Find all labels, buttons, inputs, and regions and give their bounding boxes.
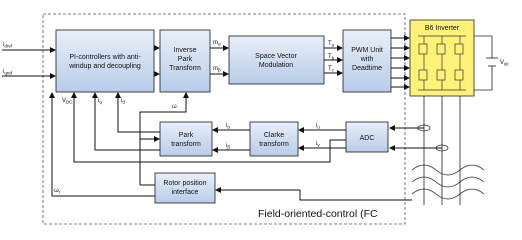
iq-feedback-label: iq: [98, 98, 102, 105]
vdc-source-label: Vdc: [500, 60, 510, 67]
id-feedback: [115, 92, 160, 133]
svm-block: [228, 35, 325, 85]
pwm-label-1: PWM Unit: [351, 47, 383, 54]
rotor-label-2: interface: [172, 189, 199, 196]
park-label-1: Park: [179, 132, 194, 139]
mb-label: mβ: [213, 66, 221, 73]
iq-feedback: [92, 92, 160, 151]
foc-caption: Field-oriented-control (FC: [258, 208, 378, 220]
ma-label: mα: [213, 40, 221, 47]
inverse-park-block: [159, 29, 211, 93]
iv-label: iv: [316, 141, 320, 148]
pwm-label-2: with: [360, 56, 374, 63]
vdc-feedback: [71, 92, 346, 163]
clarke-label-2: transform: [259, 141, 289, 148]
rotor-position-block: [154, 172, 216, 204]
omega-feedback: [49, 92, 155, 197]
pwm-gate-arrows: [391, 35, 410, 90]
theta-label: ω: [172, 104, 177, 110]
pi-controller-block: [55, 29, 155, 93]
ialpha-label: iα: [226, 123, 230, 130]
clarke-label-1: Clarke: [264, 132, 284, 139]
omega-label: ωr: [54, 188, 61, 195]
theta-to-inverse-park: [139, 92, 189, 185]
inverter-switches: [418, 35, 466, 91]
pwm-label-3: Deadtime: [352, 65, 382, 72]
tb-label: Tb: [328, 54, 335, 61]
ta-label: Ta: [328, 41, 335, 48]
iu-label: iu: [316, 123, 320, 130]
pi-label-1: PI-controllers with anti-: [69, 54, 141, 61]
encoder-feedback: [215, 187, 412, 201]
phase-lines: [423, 96, 461, 205]
inv-park-label-2: Park: [178, 56, 193, 63]
iq-ref-label: iqref: [3, 69, 13, 76]
dc-source: [474, 35, 498, 91]
tc-label: Tc: [328, 66, 335, 73]
park-block: [159, 121, 213, 157]
inv-park-label-1: Inverse: [174, 47, 197, 54]
park-label-2: transform: [171, 141, 201, 148]
svm-label-1: Space Vector: [255, 53, 297, 60]
inv-park-label-3: Transform: [169, 65, 201, 72]
motor-symbol: [411, 164, 485, 200]
ibeta-label: iβ: [226, 143, 230, 150]
adc-block: [345, 121, 389, 153]
pwm-block: [342, 29, 392, 93]
current-sensor-loops: [417, 124, 449, 152]
adc-label: ADC: [360, 135, 375, 142]
svm-label-2: Modulation: [259, 62, 293, 69]
id-feedback-label: id: [121, 98, 125, 105]
pi-label-2: windup and decoupling: [68, 63, 141, 70]
id-ref-label: idref: [3, 42, 13, 49]
rotor-label-1: Rotor position: [163, 180, 206, 187]
inverter-title: B6 Inverter: [425, 25, 460, 32]
vdc-feedback-label: VDC: [62, 98, 73, 105]
clarke-block: [249, 121, 299, 157]
foc-frame: [42, 13, 406, 225]
foc-block-diagram: idref iqref PI-controllers with anti- wi…: [2, 13, 510, 225]
